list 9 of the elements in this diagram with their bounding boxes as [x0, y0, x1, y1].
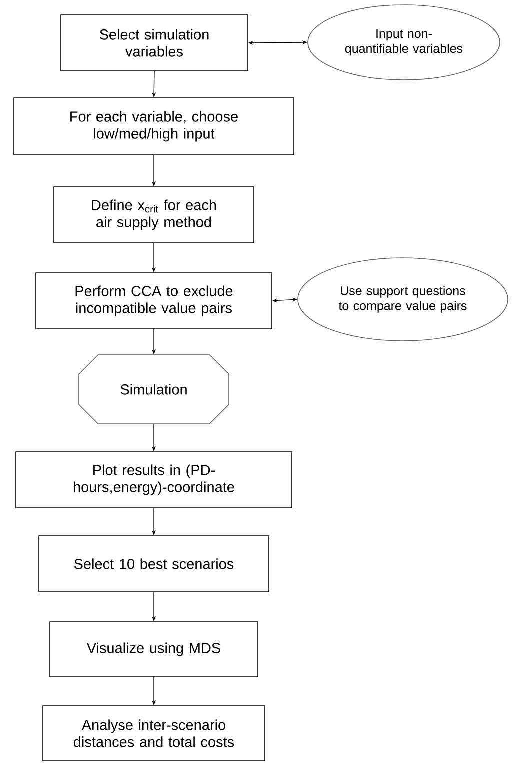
process-box: Visualize using MDS: [50, 622, 258, 678]
process-box: Perform CCA to exclude incompatible value pairs: [36, 272, 272, 330]
simulation-octagon: Simulation: [78, 354, 230, 424]
process-box: Select 10 best scenarios: [38, 536, 270, 592]
process-box: Define x$_{crit}$ for each air supply method: [54, 186, 254, 244]
process-box: Analyse inter-scenario distances and total costs: [42, 706, 266, 762]
process-box: For each variable, choose low/med/high input: [14, 98, 294, 156]
process-box: Select simulation variables: [60, 14, 248, 72]
process-box: Plot results in (PD-hours,energy)-coordinate: [16, 452, 292, 508]
